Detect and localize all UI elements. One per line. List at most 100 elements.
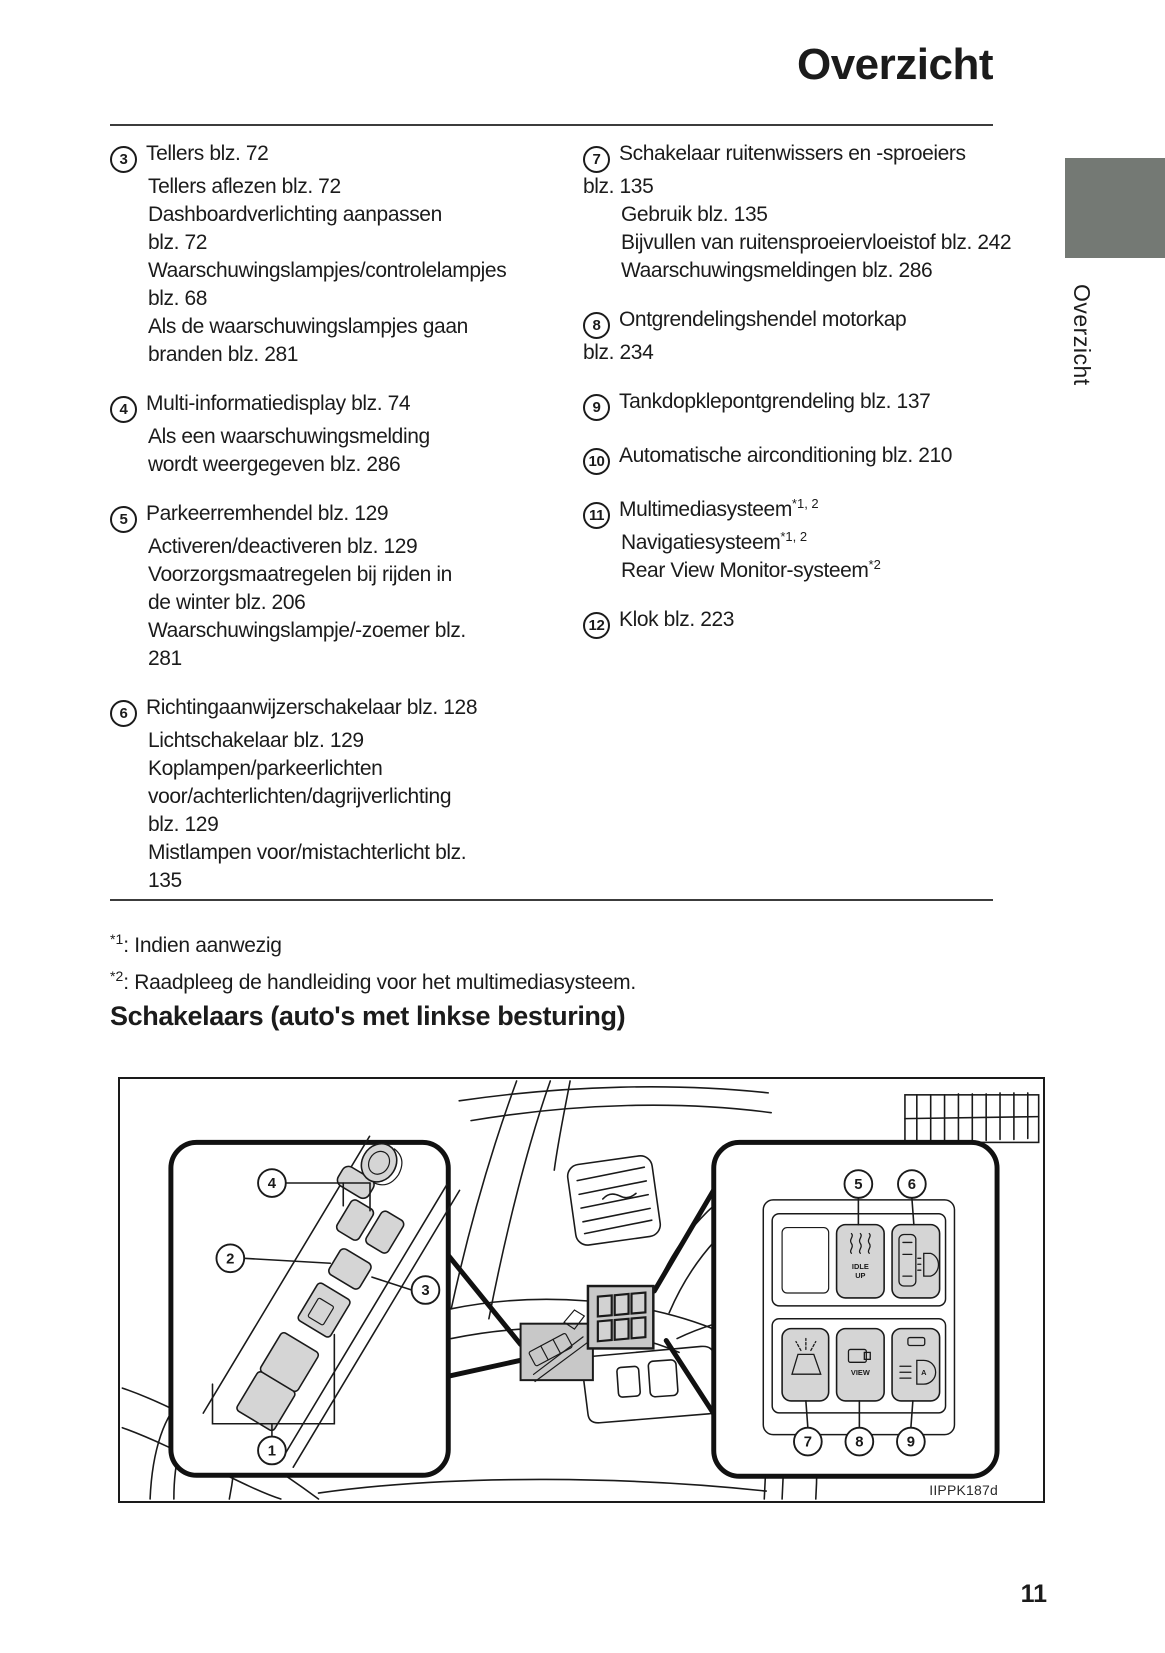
callout-7: 7 [793,1426,823,1457]
svg-text:7: 7 [804,1435,812,1451]
sub-item: Activeren/deactiveren blz. 129 [148,535,418,558]
zoom-beam [445,1252,524,1347]
circled-number: 9 [583,394,610,421]
washer-button-drawing [781,1327,830,1402]
svg-text:2: 2 [226,1251,234,1267]
sub-item: Koplampen/parkeerlichten voor/achterlich… [148,757,452,836]
list-item: 10 Automatische airconditioning blz. 210 [583,442,1023,475]
auto-high-beam-button-drawing: A [891,1327,941,1402]
item-title: Tellers blz. 72 [146,142,269,165]
svg-text:VIEW: VIEW [851,1368,870,1377]
item-title-line2: blz. 234 [583,341,654,364]
item-title-line2: blz. 135 [583,175,654,198]
list-item: 12 Klok blz. 223 [583,606,1023,639]
callout-5: 5 [843,1169,874,1199]
empty-switch-slot [781,1226,830,1294]
headlight-leveling-button-drawing [891,1223,941,1299]
sub-item: Bijvullen van ruitensproeiervloeistof bl… [621,231,1012,254]
circled-number: 12 [583,612,610,639]
callout-6: 6 [897,1169,927,1199]
footnote-marker: *2 [110,968,124,984]
item-title: Multimediasysteem [619,498,792,521]
svg-text:5: 5 [854,1177,862,1193]
circled-number: 5 [110,506,137,533]
view-camera-button-drawing: VIEW [835,1327,885,1402]
idle-up-button-drawing: IDLE UP [835,1223,885,1299]
footnote-ref: *2 [868,557,881,572]
callout-9: 9 [896,1426,926,1457]
sub-item: Tellers aflezen blz. 72 [148,175,341,198]
dashboard-illustration: 4 2 3 1 [121,1080,1040,1500]
sub-item: Gebruik blz. 135 [621,203,768,226]
footnote-ref: *1, 2 [780,529,808,544]
sub-item: Als een waarschuwingsmelding wordt weerg… [148,425,430,476]
list-item: 8 Ontgrendelingshendel motorkap blz. 234 [583,306,1023,367]
section-heading: Schakelaars (auto's met linkse besturing… [110,1001,626,1031]
chapter-tab-marker [1065,158,1165,258]
air-vent [566,1155,662,1246]
footnote: *2: Raadpleeg de handleiding voor het mu… [110,968,636,994]
zoom-beam [651,1187,717,1294]
door-switch-panel-drawing [202,1135,461,1468]
callout-2: 2 [215,1243,246,1274]
item-title: Schakelaar ruitenwissers en -sproeiers [619,142,966,165]
sub-item: Waarschuwingsmeldingen blz. 286 [621,259,933,282]
zoom-beam [436,1357,524,1381]
footnote-rule [110,899,993,901]
circled-number: 4 [110,396,137,423]
svg-text:3: 3 [421,1283,429,1299]
dash-grille [904,1092,1040,1144]
footnote: *1: Indien aanwezig [110,931,282,957]
circled-number: 10 [583,448,610,475]
item-title: Richtingaanwijzerschakelaar blz. 128 [146,696,478,719]
sub-item: Navigatiesysteem*1, 2 [621,529,808,554]
switches-figure: 4 2 3 1 [118,1077,1045,1503]
page-title: Overzicht [796,40,994,89]
svg-text:8: 8 [855,1435,863,1451]
sub-item: Mistlampen voor/mistachterlicht blz. 135 [148,841,467,892]
svg-text:UP: UP [855,1271,865,1280]
page-number: 11 [1020,1580,1047,1608]
sub-item: Voorzorgsmaatregelen bij rijden in de wi… [148,563,452,614]
circled-number: 8 [583,312,610,339]
item-title: Parkeerremhendel blz. 129 [146,502,389,525]
circled-number: 6 [110,700,137,727]
sub-item: Als de waarschuwingslampjes gaan branden… [148,315,468,366]
figure-code: IIPPK187d [929,1482,998,1498]
item-title: Multi-informatiedisplay blz. 74 [146,392,411,415]
svg-text:1: 1 [268,1443,276,1459]
callout-3: 3 [410,1275,441,1305]
svg-text:A: A [921,1368,927,1377]
sub-item: Lichtschakelaar blz. 129 [148,729,364,752]
item-title: Klok blz. 223 [619,608,735,631]
svg-text:6: 6 [908,1177,916,1193]
callout-4: 4 [257,1168,287,1198]
switch-panel-drawing: IDLE UP [762,1197,956,1436]
list-item: 4 Multi-informatiedisplay blz. 74 Als een… [110,390,540,479]
panel-switch-location-inset [586,1284,655,1350]
footnote-marker: *1 [110,931,124,947]
footnote-ref: *1, 2 [791,496,819,511]
list-item: 6 Richtingaanwijzerschakelaar blz. 128 Li… [110,694,540,895]
sub-item: Waarschuwingslampjes/controlelampjes blz… [148,259,507,310]
chapter-side-label: Overzicht [1069,284,1095,386]
item-title: Ontgrendelingshendel motorkap [619,308,907,331]
callout-1: 1 [257,1435,287,1466]
list-item: 5 Parkeerremhendel blz. 129 Activeren/dea… [110,500,540,673]
item-title: Automatische airconditioning blz. 210 [619,444,953,467]
sub-item: Dashboardverlichting aanpassen blz. 72 [148,203,442,254]
callout-8: 8 [844,1426,875,1457]
circled-number: 11 [583,502,610,529]
sub-item: Waarschuwingslampje/-zoemer blz. 281 [148,619,466,670]
svg-text:9: 9 [907,1435,915,1451]
door-switch-location-inset [519,1309,594,1383]
header-rule [110,124,993,126]
